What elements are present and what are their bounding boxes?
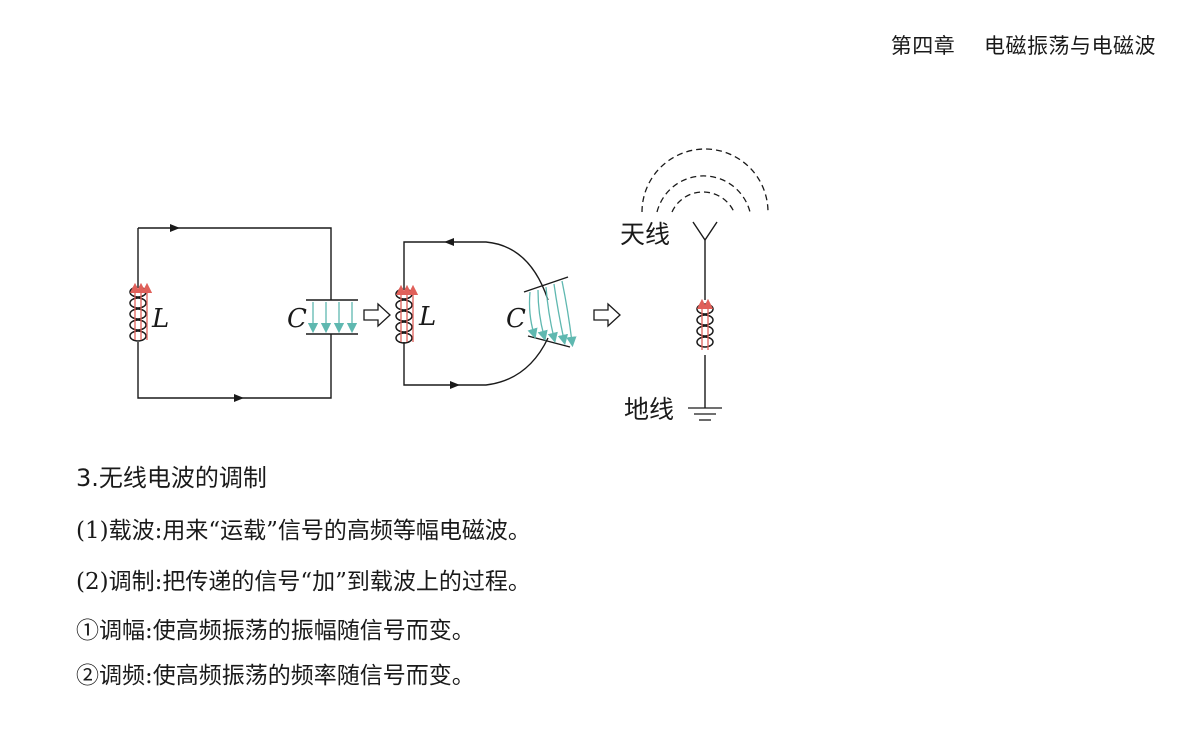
inductor-coil [129, 286, 147, 342]
current-arrow-top-2 [444, 238, 454, 246]
modulation-definition: (2)调制:把传递的信号“加”到载波上的过程。 [76, 569, 531, 595]
transition-arrow-icon-2 [593, 302, 621, 328]
antenna-inductor-coil [696, 303, 714, 348]
antenna-magnetic-arrows [696, 298, 714, 350]
current-arrow-top [170, 224, 180, 232]
magnetic-field-arrows-2 [395, 284, 419, 342]
transition-arrow-icon [363, 302, 391, 328]
carrier-wave-definition: (1)载波:用来“运载”信号的高频等幅电磁波。 [76, 518, 531, 544]
inductor-label: L [151, 304, 169, 334]
ground-label: 地线 [624, 395, 674, 424]
electric-field-arrows-2 [527, 280, 577, 348]
magnetic-field-arrows [129, 282, 153, 340]
antenna-mast [692, 221, 718, 408]
antenna-label: 天线 [620, 220, 670, 249]
closed-lc-circuit [137, 227, 358, 399]
inductor-coil-2 [395, 288, 413, 344]
electric-field-arrows [307, 302, 358, 334]
capacitor-label: C [287, 304, 307, 334]
radiating-wave-arcs [641, 148, 769, 213]
section-heading: 3.无线电波的调制 [76, 464, 267, 492]
frequency-modulation-definition: ②调频:使高频振荡的频率随信号而变。 [76, 663, 475, 689]
inductor-label-2: L [418, 302, 436, 332]
chapter-title: 第四章 电磁振荡与电磁波 [890, 34, 1156, 58]
current-arrow-bottom-2 [450, 381, 460, 389]
capacitor-plate-upper [523, 276, 569, 293]
capacitor-label-2: C [506, 304, 526, 334]
ground-symbol-icon [688, 407, 722, 421]
amplitude-modulation-definition: ①调幅:使高频振荡的振幅随信号而变。 [76, 618, 475, 644]
current-arrow-bottom [234, 394, 244, 402]
